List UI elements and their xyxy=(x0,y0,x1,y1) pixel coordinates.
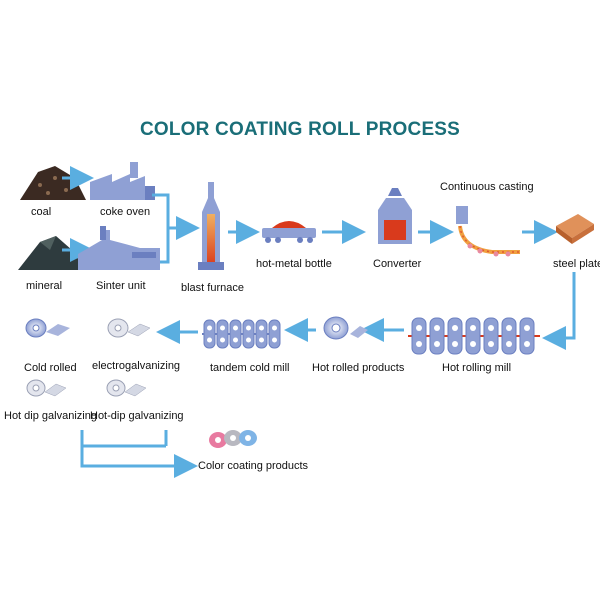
label-hot-dip-galvanizing-2: Hot-dip galvanizing xyxy=(90,410,184,422)
hot-dip-galvanizing-coil-icon-2 xyxy=(106,379,147,397)
cold-rolled-coil-icon xyxy=(25,318,70,338)
label-hot-dip-galvanizing-1: Hot dip galvanizing xyxy=(4,410,97,422)
label-converter: Converter xyxy=(373,258,422,270)
continuous-casting-icon xyxy=(456,206,520,257)
label-hot-metal-bottle: hot-metal bottle xyxy=(256,258,332,270)
connector-coke-to-furnace xyxy=(152,193,190,230)
hot-rolling-mill-icon xyxy=(408,317,540,355)
color-coating-coils-icon xyxy=(209,430,257,448)
label-sinter-unit: Sinter unit xyxy=(96,280,146,292)
coal-pile-icon xyxy=(20,166,86,200)
label-coke-oven: coke oven xyxy=(100,206,151,218)
label-color-coating-products: Color coating products xyxy=(198,460,309,472)
electrogalvanizing-coil-icon xyxy=(107,318,151,338)
label-cold-rolled: Cold rolled xyxy=(24,362,77,374)
label-hot-rolled-products: Hot rolled products xyxy=(312,362,405,374)
connector-plate-to-mill xyxy=(542,272,576,350)
blast-furnace-icon xyxy=(198,182,224,270)
coke-oven-icon xyxy=(90,162,155,200)
label-coal: coal xyxy=(31,206,52,218)
label-tandem-cold-mill: tandem cold mill xyxy=(210,362,290,374)
mineral-pile-icon xyxy=(18,236,86,270)
label-blast-furnace: blast furnace xyxy=(181,282,244,294)
steel-plate-icon xyxy=(556,214,594,244)
hot-rolled-coil-icon xyxy=(323,316,368,340)
sinter-unit-icon xyxy=(78,226,160,270)
label-electrogalvanizing: electrogalvanizing xyxy=(92,360,181,372)
connector-to-color-coating xyxy=(80,430,198,478)
page-title: COLOR COATING ROLL PROCESS xyxy=(139,119,461,140)
converter-icon xyxy=(378,188,412,244)
label-continuous-casting: Continuous casting xyxy=(440,181,534,193)
hot-dip-galvanizing-coil-icon-1 xyxy=(26,379,67,397)
connector-sinter-to-furnace xyxy=(160,228,170,264)
hot-metal-bottle-icon xyxy=(262,221,316,243)
label-hot-rolling-mill: Hot rolling mill xyxy=(442,362,512,374)
label-steel-plate: steel plate xyxy=(553,258,600,270)
label-mineral: mineral xyxy=(26,280,63,292)
tandem-cold-mill-icon xyxy=(202,319,281,349)
